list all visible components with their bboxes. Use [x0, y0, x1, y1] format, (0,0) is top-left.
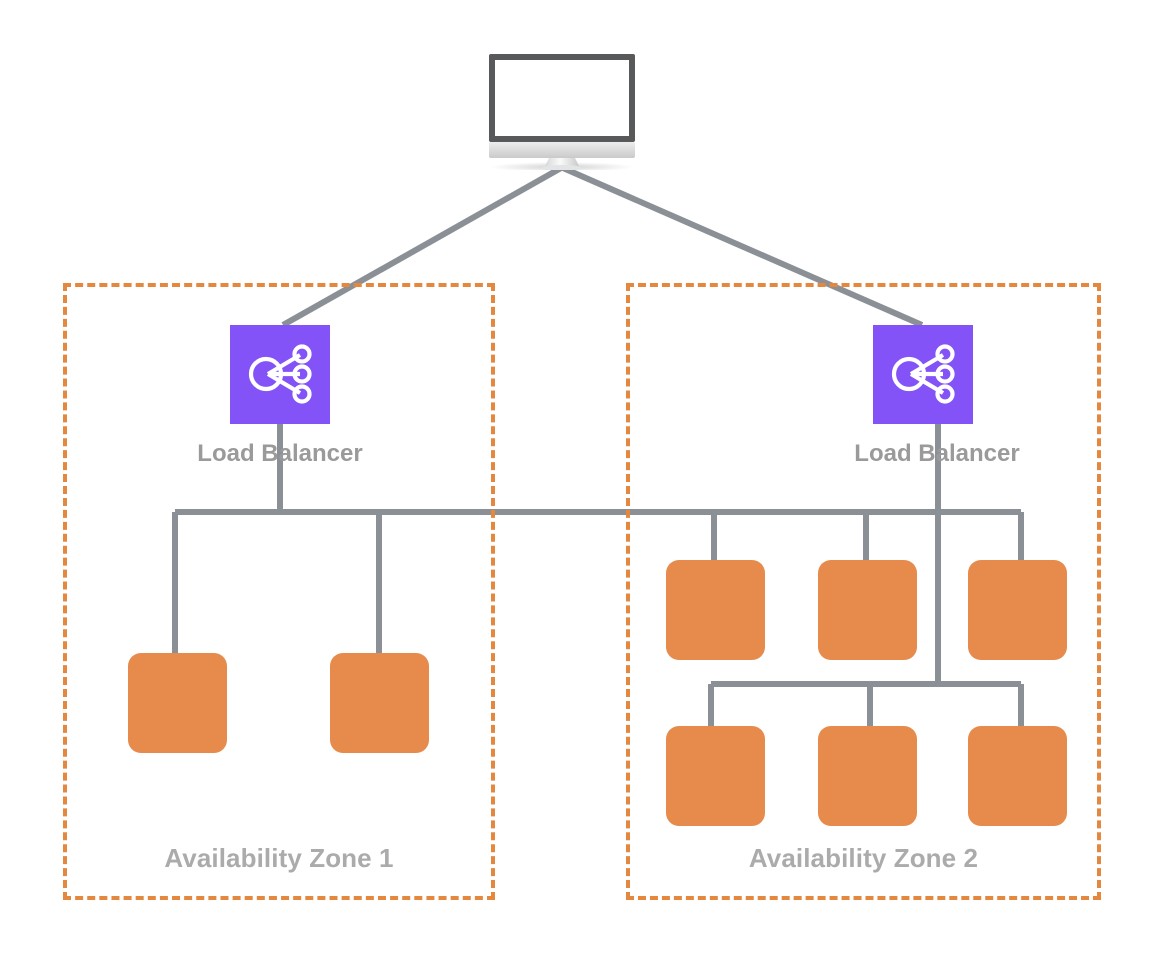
edge-client-to-lb2: [561, 165, 924, 328]
az2-server-node-4[interactable]: [666, 726, 765, 826]
availability-zone-2-label: Availability Zone 2: [748, 843, 979, 873]
az2-server-node-3[interactable]: [968, 560, 1067, 660]
availability-zone-1-boundary: Availability Zone 1: [63, 283, 495, 900]
availability-zone-1-label: Availability Zone 1: [164, 843, 394, 873]
load-balancer-2-icon[interactable]: [873, 325, 973, 424]
load-balancer-1-icon[interactable]: [230, 325, 330, 424]
az1-server-node-2[interactable]: [330, 653, 429, 753]
load-balancer-2-label: Load Balancer: [854, 440, 1020, 467]
az2-server-node-1[interactable]: [666, 560, 765, 660]
az2-server-node-2[interactable]: [818, 560, 917, 660]
availability-zone-2-boundary: Availability Zone 2: [626, 283, 1101, 900]
desktop-monitor-icon[interactable]: [487, 52, 637, 170]
az2-server-node-6[interactable]: [968, 726, 1067, 826]
load-balancer-1-label: Load Balancer: [197, 440, 363, 467]
az1-server-node-1[interactable]: [128, 653, 227, 753]
az2-server-node-5[interactable]: [818, 726, 917, 826]
edge-client-to-lb1: [281, 165, 563, 328]
